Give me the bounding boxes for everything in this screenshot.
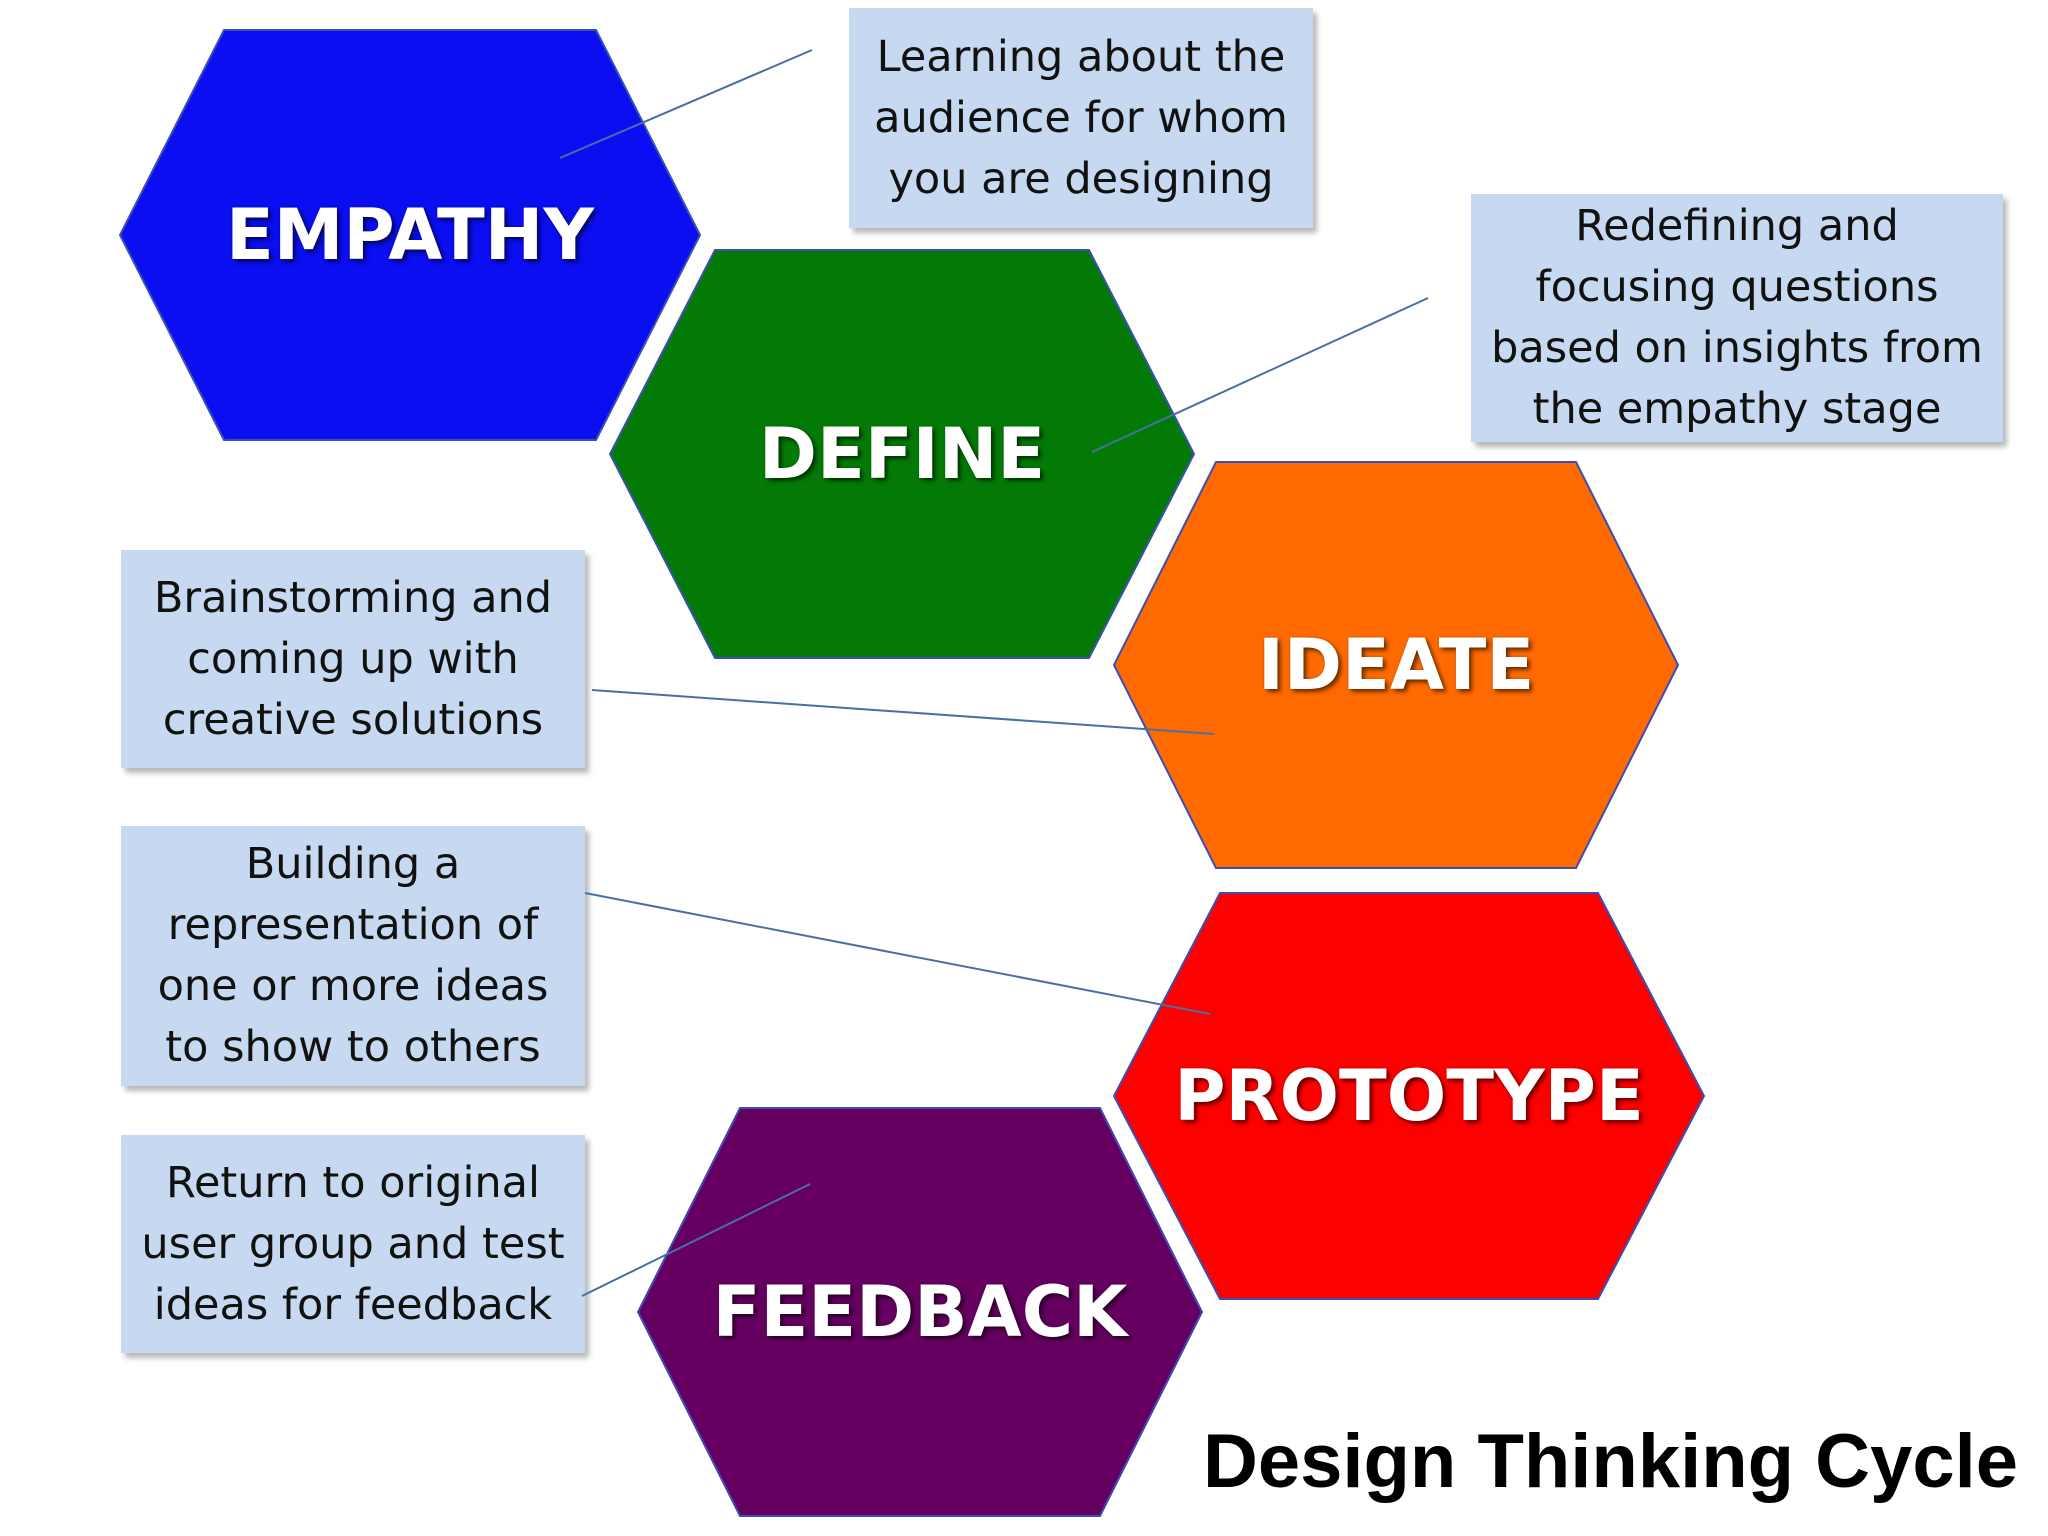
- stage-label-define: DEFINE: [758, 413, 1046, 495]
- hexagon-ideate-fill: [1112, 461, 1680, 869]
- hexagon-define: DEFINE: [608, 249, 1196, 659]
- description-box-feedback: Return to original user group and test i…: [121, 1135, 585, 1353]
- hexagon-empathy: EMPATHY: [118, 29, 702, 441]
- hexagon-empathy-shape: [118, 29, 702, 441]
- stage-label-feedback: FEEDBACK: [712, 1271, 1128, 1353]
- hexagon-empathy-fill: [118, 29, 702, 441]
- description-text-empathy: Learning about the audience for whom you…: [874, 31, 1288, 204]
- hexagon-prototype: PROTOTYPE: [1112, 892, 1706, 1300]
- stage-label-empathy: EMPATHY: [225, 194, 595, 276]
- description-box-prototype: Building a representation of one or more…: [121, 826, 585, 1086]
- description-box-define: Redefining and focusing questions based …: [1471, 194, 2003, 442]
- hexagon-ideate-shape: [1112, 461, 1680, 869]
- stage-label-prototype: PROTOTYPE: [1174, 1055, 1644, 1137]
- hexagon-ideate: IDEATE: [1112, 461, 1680, 869]
- hexagon-feedback: FEEDBACK: [636, 1107, 1204, 1517]
- hexagon-define-shape: [608, 249, 1196, 659]
- description-box-empathy: Learning about the audience for whom you…: [849, 8, 1313, 228]
- stage-label-ideate: IDEATE: [1257, 624, 1535, 706]
- description-text-feedback: Return to original user group and test i…: [141, 1157, 565, 1330]
- hexagon-prototype-shape: [1112, 892, 1706, 1300]
- hexagon-define-fill: [608, 249, 1196, 659]
- description-text-prototype: Building a representation of one or more…: [157, 839, 549, 1072]
- description-text-ideate: Brainstorming and coming up with creativ…: [153, 572, 553, 745]
- hexagon-prototype-fill: [1112, 892, 1706, 1300]
- description-text-define: Redefining and focusing questions based …: [1491, 201, 1983, 434]
- diagram-title: Design Thinking Cycle: [1202, 1419, 2018, 1504]
- description-box-ideate: Brainstorming and coming up with creativ…: [121, 550, 585, 768]
